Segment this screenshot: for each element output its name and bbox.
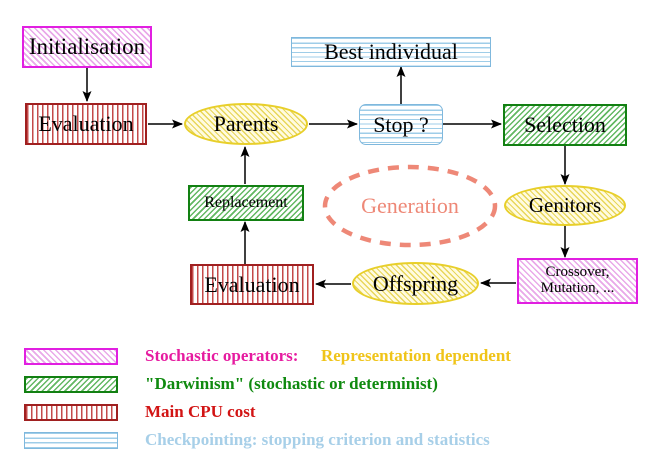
legend-row-cpu-cost: Main CPU cost [24,401,255,423]
node-initialisation[interactable]: Initialisation [22,26,152,68]
node-evaluation-bottom[interactable]: Evaluation [190,264,314,305]
legend-row-checkpointing: Checkpointing: stopping criterion and st… [24,429,490,451]
node-genitors[interactable]: Genitors [504,185,626,226]
legend-label-checkpointing: Checkpointing: stopping criterion and st… [145,430,490,449]
node-offspring-label: Offspring [372,270,459,296]
legend-row-stochastic: Stochastic operators: Representation dep… [24,345,511,367]
node-replacement-label: Replacement [204,193,288,211]
legend-label-stochastic: Stochastic operators: Representation dep… [145,346,511,366]
node-best-individual[interactable]: Best individual [291,37,491,67]
node-selection-label: Selection [524,112,606,138]
node-generation-label: Generation [325,188,495,224]
node-initialisation-label: Initialisation [28,33,146,59]
legend-label-representation-dependent: Representation dependent [320,346,511,365]
node-evaluation-top-label: Evaluation [38,111,134,137]
node-genitors-label: Genitors [528,193,602,218]
node-parents[interactable]: Parents [184,103,308,145]
node-parents-label: Parents [213,111,279,137]
node-offspring[interactable]: Offspring [352,262,479,305]
legend-row-darwinism: "Darwinism" (stochastic or determinist) [24,373,438,395]
legend-swatch-magenta-hatch [24,347,118,365]
node-crossover-mutation[interactable]: Crossover, Mutation, ... [517,258,638,304]
node-crossover-line1: Crossover, [545,264,610,281]
legend-label-stochastic-text: Stochastic operators: [145,346,299,365]
node-replacement[interactable]: Replacement [188,185,304,221]
node-evaluation-bottom-label: Evaluation [204,271,300,297]
generation-label-text: Generation [361,193,459,219]
legend-swatch-red-vertical [24,403,118,421]
legend-label-darwinism: "Darwinism" (stochastic or determinist) [145,374,438,393]
node-crossover-line2: Mutation, ... [540,280,615,296]
generation-loop-ellipse [322,164,498,248]
node-selection[interactable]: Selection [503,104,627,146]
node-evaluation-top[interactable]: Evaluation [25,103,147,145]
legend-swatch-blue-horizontal [24,431,118,449]
legend-swatch-green-hatch [24,375,118,393]
node-stop[interactable]: Stop ? [359,104,443,145]
legend: Stochastic operators: Representation dep… [0,340,662,471]
node-stop-label: Stop ? [373,111,429,137]
node-best-individual-label: Best individual [324,39,458,65]
legend-label-cpu-cost: Main CPU cost [145,402,256,421]
